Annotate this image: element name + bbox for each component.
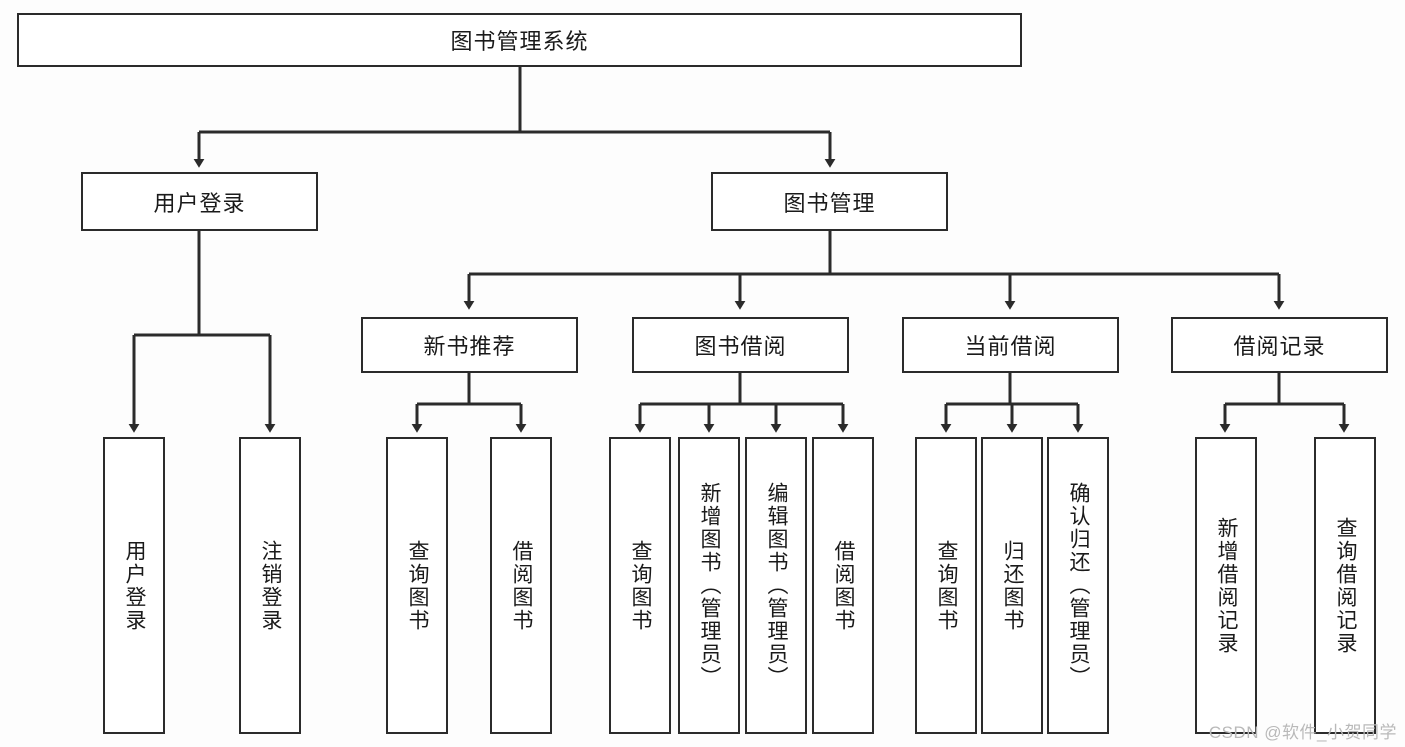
leaf-confirm-return-label: 确认归还（管理员）: [1067, 482, 1091, 689]
leaf-query-book-3[interactable]: 查询图书: [915, 437, 977, 734]
node-root-label: 图书管理系统: [450, 29, 589, 54]
node-borrow-record-label: 借阅记录: [1233, 334, 1326, 359]
leaf-return-book-label: 归还图书: [1001, 539, 1025, 632]
leaf-query-book-3-label: 查询图书: [935, 539, 959, 632]
leaf-query-book-2[interactable]: 查询图书: [609, 437, 671, 734]
leaf-confirm-return[interactable]: 确认归还（管理员）: [1047, 437, 1109, 734]
leaf-add-record[interactable]: 新增借阅记录: [1195, 437, 1257, 734]
leaf-query-book-1[interactable]: 查询图书: [386, 437, 448, 734]
csdn-watermark: CSDN @软件_小贺同学: [1208, 723, 1397, 742]
leaf-user-login[interactable]: 用户登录: [103, 437, 165, 734]
node-new-book-recommend[interactable]: 新书推荐: [361, 317, 578, 373]
node-book-borrow-label: 图书借阅: [694, 334, 787, 359]
node-user-login-label: 用户登录: [153, 190, 246, 216]
node-borrow-record[interactable]: 借阅记录: [1171, 317, 1388, 373]
leaf-borrow-book-2[interactable]: 借阅图书: [812, 437, 874, 734]
node-new-book-recommend-label: 新书推荐: [423, 334, 516, 359]
leaf-user-logout[interactable]: 注销登录: [239, 437, 301, 734]
leaf-query-record[interactable]: 查询借阅记录: [1314, 437, 1376, 734]
node-current-borrow-label: 当前借阅: [964, 334, 1057, 359]
leaf-query-record-label: 查询借阅记录: [1334, 516, 1358, 655]
node-book-borrow[interactable]: 图书借阅: [632, 317, 849, 373]
leaf-add-record-label: 新增借阅记录: [1215, 516, 1239, 655]
leaf-user-logout-label: 注销登录: [259, 539, 283, 632]
leaf-edit-book[interactable]: 编辑图书（管理员）: [745, 437, 807, 734]
node-user-login[interactable]: 用户登录: [81, 172, 318, 231]
node-book-manage-label: 图书管理: [783, 190, 876, 216]
leaf-borrow-book-1[interactable]: 借阅图书: [490, 437, 552, 734]
node-root[interactable]: 图书管理系统: [17, 13, 1022, 67]
leaf-query-book-1-label: 查询图书: [406, 539, 430, 632]
leaf-borrow-book-1-label: 借阅图书: [510, 539, 534, 632]
leaf-query-book-2-label: 查询图书: [629, 539, 653, 632]
node-book-manage[interactable]: 图书管理: [711, 172, 948, 231]
leaf-user-login-label: 用户登录: [123, 539, 147, 632]
leaf-return-book[interactable]: 归还图书: [981, 437, 1043, 734]
leaf-add-book-label: 新增图书（管理员）: [698, 482, 722, 689]
node-current-borrow[interactable]: 当前借阅: [902, 317, 1119, 373]
leaf-add-book[interactable]: 新增图书（管理员）: [678, 437, 740, 734]
leaf-borrow-book-2-label: 借阅图书: [832, 539, 856, 632]
leaf-edit-book-label: 编辑图书（管理员）: [765, 482, 789, 689]
